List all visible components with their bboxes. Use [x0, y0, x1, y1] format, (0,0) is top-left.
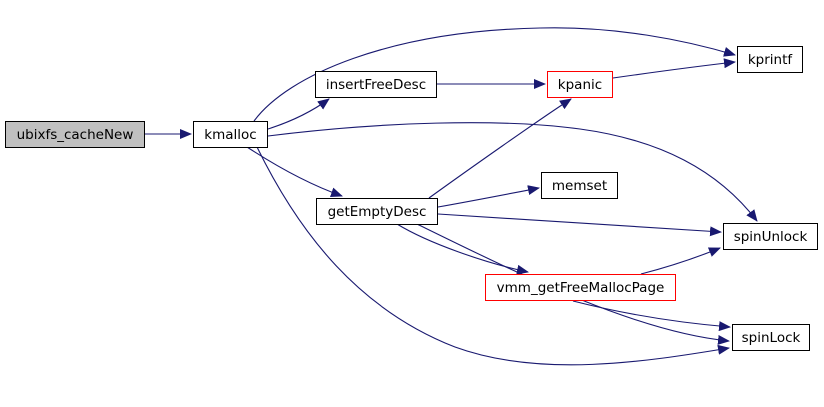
node-vmm_getFreeMallocPage[interactable]: vmm_getFreeMallocPage — [485, 274, 676, 301]
node-kprintf-label: kprintf — [748, 52, 794, 68]
node-memset[interactable]: memset — [541, 172, 618, 199]
node-kpanic[interactable]: kpanic — [547, 71, 613, 98]
node-kprintf[interactable]: kprintf — [737, 46, 803, 73]
edge-getEmptyDesc-kpanic — [428, 98, 572, 199]
edge-vmm_getFreeMallocPage-spinLock — [572, 300, 731, 332]
node-kmalloc[interactable]: kmalloc — [193, 121, 268, 148]
node-spinUnlock-label: spinUnlock — [734, 229, 808, 245]
edge-kpanic-kprintf — [612, 58, 736, 79]
node-getEmptyDesc-label: getEmptyDesc — [328, 204, 427, 220]
edge-kmalloc-kprintf — [253, 27, 736, 122]
node-ubixfs_cacheNew-label: ubixfs_cacheNew — [17, 127, 134, 143]
edge-vmm_getFreeMallocPage-spinUnlock — [640, 247, 721, 275]
node-vmm_getFreeMallocPage-label: vmm_getFreeMallocPage — [497, 280, 665, 296]
edge-getEmptyDesc-vmm_getFreeMallocPage — [396, 223, 529, 275]
edge-kmalloc-spinLock — [256, 146, 730, 366]
node-kmalloc-label: kmalloc — [204, 127, 256, 143]
node-getEmptyDesc[interactable]: getEmptyDesc — [316, 198, 438, 225]
edges — [145, 27, 758, 366]
node-kpanic-label: kpanic — [558, 77, 602, 93]
node-memset-label: memset — [552, 178, 607, 194]
nodes: ubixfs_cacheNew kmalloc insertFreeDesc k… — [5, 46, 818, 351]
node-insertFreeDesc-label: insertFreeDesc — [326, 77, 426, 93]
edge-kmalloc-spinUnlock — [267, 122, 758, 222]
edge-getEmptyDesc-memset — [437, 185, 540, 208]
edge-kmalloc-insertFreeDesc — [267, 98, 330, 130]
node-spinLock[interactable]: spinLock — [732, 324, 810, 351]
edge-getEmptyDesc-spinUnlock — [437, 213, 722, 237]
node-ubixfs_cacheNew: ubixfs_cacheNew — [5, 121, 145, 148]
edge-kmalloc-getEmptyDesc — [246, 146, 343, 198]
node-spinLock-label: spinLock — [742, 330, 801, 346]
node-insertFreeDesc[interactable]: insertFreeDesc — [315, 71, 437, 98]
node-spinUnlock[interactable]: spinUnlock — [723, 223, 818, 250]
